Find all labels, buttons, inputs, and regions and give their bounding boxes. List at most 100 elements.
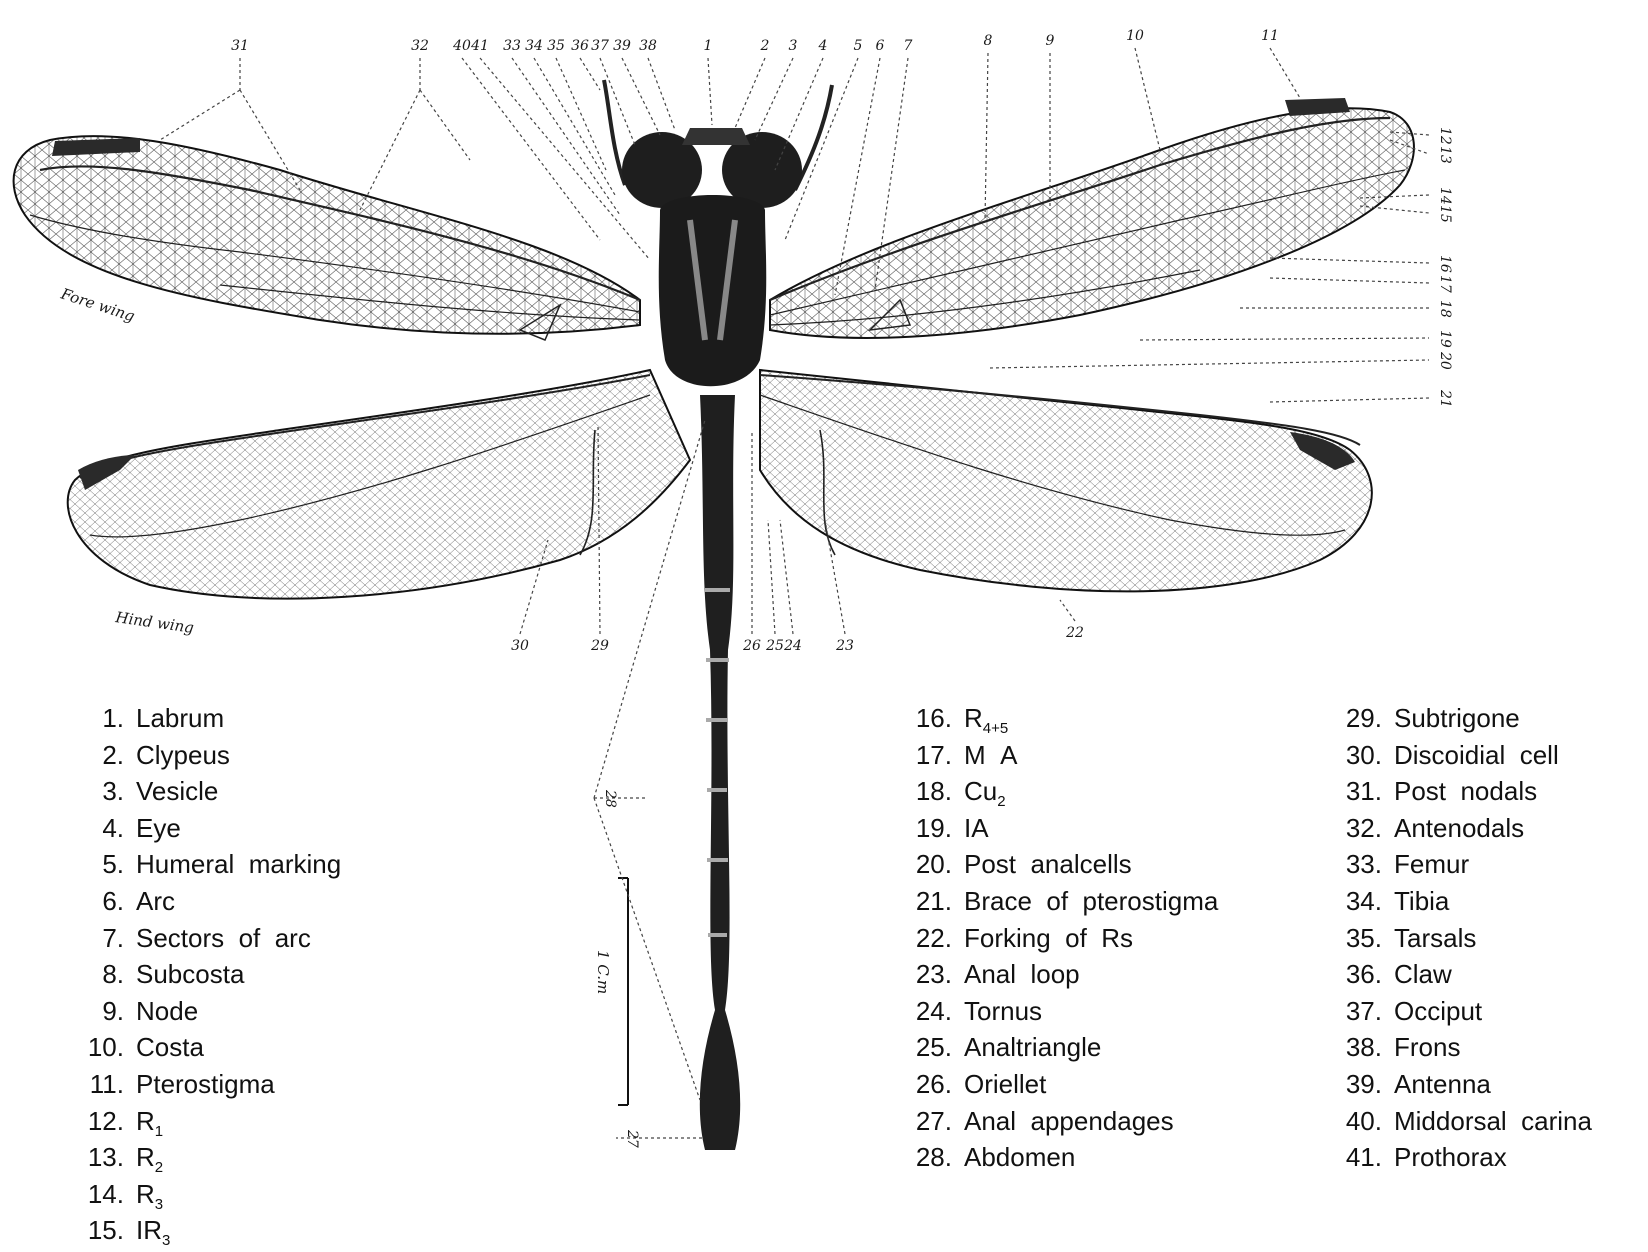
leader-line — [775, 58, 823, 170]
legend-term: Anal appendages — [964, 1106, 1174, 1136]
legend-term-text: Eye — [136, 813, 181, 843]
legend-item: 13. R2 — [80, 1139, 341, 1176]
legend-number: 35. — [1330, 920, 1382, 957]
callout-number: 26 — [742, 638, 761, 654]
leader-line — [1135, 48, 1160, 150]
scale-label: 1 C.m — [594, 950, 612, 994]
legend-term-text: Sectors of arc — [136, 923, 311, 953]
leader-line — [622, 58, 660, 135]
leader-line — [755, 58, 793, 140]
leader-line — [1270, 278, 1429, 283]
legend-term-text: Middorsal carina — [1394, 1106, 1592, 1136]
legend-number: 4. — [80, 810, 124, 847]
callout-number: 5 — [854, 38, 863, 54]
legend-term-text: Pterostigma — [136, 1069, 275, 1099]
leader-line — [462, 58, 600, 240]
legend-number: 39. — [1330, 1066, 1382, 1103]
legend-item: 7.Sectors of arc — [80, 920, 341, 957]
legend-number: 28. — [900, 1139, 952, 1176]
legend-term: Post nodals — [1394, 776, 1537, 806]
legend-term-text: Tarsals — [1394, 923, 1476, 953]
callout-number: 11 — [1261, 28, 1279, 44]
legend-item: 41.Prothorax — [1330, 1139, 1592, 1176]
legend-term: Antenna — [1394, 1069, 1491, 1099]
callout-number: 3 — [789, 38, 798, 54]
callout-number: 36 — [571, 38, 589, 54]
legend-term: Post analcells — [964, 849, 1132, 879]
legend-term-text: Cu — [964, 776, 997, 806]
legend-term-text: Abdomen — [964, 1142, 1075, 1172]
legend-number: 22. — [900, 920, 952, 957]
legend-term-text: Forking of Rs — [964, 923, 1133, 953]
callout-number: 8 — [984, 33, 993, 49]
callout-number: 13 — [1437, 146, 1453, 164]
legend-item: 39. Antenna — [1330, 1066, 1592, 1103]
abdomen — [700, 395, 740, 1150]
callout-number: 17 — [1437, 275, 1453, 293]
callout-number: 4 — [818, 38, 828, 54]
legend-number: 20. — [900, 846, 952, 883]
leader-line — [985, 53, 988, 220]
legend-number: 31. — [1330, 773, 1382, 810]
legend-term: Subcosta — [136, 959, 244, 989]
legend-term: Costa — [136, 1032, 204, 1062]
legend-term: IR3 — [136, 1215, 170, 1245]
legend-number: 17. — [900, 737, 952, 774]
legend-term: Antenodals — [1394, 813, 1524, 843]
legend-item: 40.Middorsal carina — [1330, 1103, 1592, 1140]
legend-number: 10. — [80, 1029, 124, 1066]
legend-term-text: Oriellet — [964, 1069, 1046, 1099]
legend-subscript: 4+5 — [983, 720, 1008, 737]
legend-item: 10. Costa — [80, 1029, 341, 1066]
legend-number: 14. — [80, 1176, 124, 1213]
legend-item: 2.Clypeus — [80, 737, 341, 774]
callout-number: 6 — [876, 38, 885, 54]
legend-number: 9. — [80, 993, 124, 1030]
leader-line — [360, 90, 420, 210]
callout-number: 35 — [547, 38, 565, 54]
legend-term: Tarsals — [1394, 923, 1476, 953]
legend-item: 34.Tibia — [1330, 883, 1592, 920]
legend-term-text: Antenna — [1394, 1069, 1491, 1099]
legend-term: Node — [136, 996, 198, 1026]
legend-term-text: Costa — [136, 1032, 204, 1062]
legend-term: Prothorax — [1394, 1142, 1507, 1172]
legend-number: 18. — [900, 773, 952, 810]
legend-term: Cu2 — [964, 776, 1006, 806]
legend-item: 3.Vesicle — [80, 773, 341, 810]
legend-number: 16. — [900, 700, 952, 737]
legend-number: 19. — [900, 810, 952, 847]
legend-subscript: 1 — [155, 1123, 163, 1140]
legend-item: 29.Subtrigone — [1330, 700, 1592, 737]
legend-term-text: R — [136, 1179, 155, 1209]
legend-term-text: IA — [964, 813, 989, 843]
legend-subscript: 2 — [155, 1159, 163, 1176]
legend-column-1: 1.Labrum2.Clypeus3.Vesicle4.Eye5.Humeral… — [80, 700, 341, 1249]
legend-item: 8.Subcosta — [80, 956, 341, 993]
legend-item: 16.R4+5 — [900, 700, 1218, 737]
leader-line — [1270, 258, 1429, 263]
callout-number: 1 — [704, 38, 713, 54]
legend-number: 21. — [900, 883, 952, 920]
thorax — [659, 195, 767, 386]
legend-item: 27.Anal appendages — [900, 1103, 1218, 1140]
legend-term-text: Claw — [1394, 959, 1452, 989]
legend-term-text: Discoidial cell — [1394, 740, 1559, 770]
leader-line — [580, 58, 600, 90]
legend-term: R2 — [136, 1142, 163, 1172]
legend-item: 15.IR3 — [80, 1212, 341, 1249]
callout-number: 20 — [1437, 351, 1453, 370]
leader-line — [600, 58, 635, 145]
legend-term-text: Tornus — [964, 996, 1042, 1026]
legend-item: 19. IA — [900, 810, 1218, 847]
callout-number: 9 — [1046, 33, 1055, 49]
leader-line — [1270, 398, 1429, 402]
leader-line — [534, 58, 615, 195]
fore-wing-right — [770, 98, 1414, 338]
legend-number: 13. — [80, 1139, 124, 1176]
legend-item: 38.Frons — [1330, 1029, 1592, 1066]
legend-number: 6. — [80, 883, 124, 920]
legend-term: Claw — [1394, 959, 1452, 989]
legend-term: IA — [964, 813, 989, 843]
